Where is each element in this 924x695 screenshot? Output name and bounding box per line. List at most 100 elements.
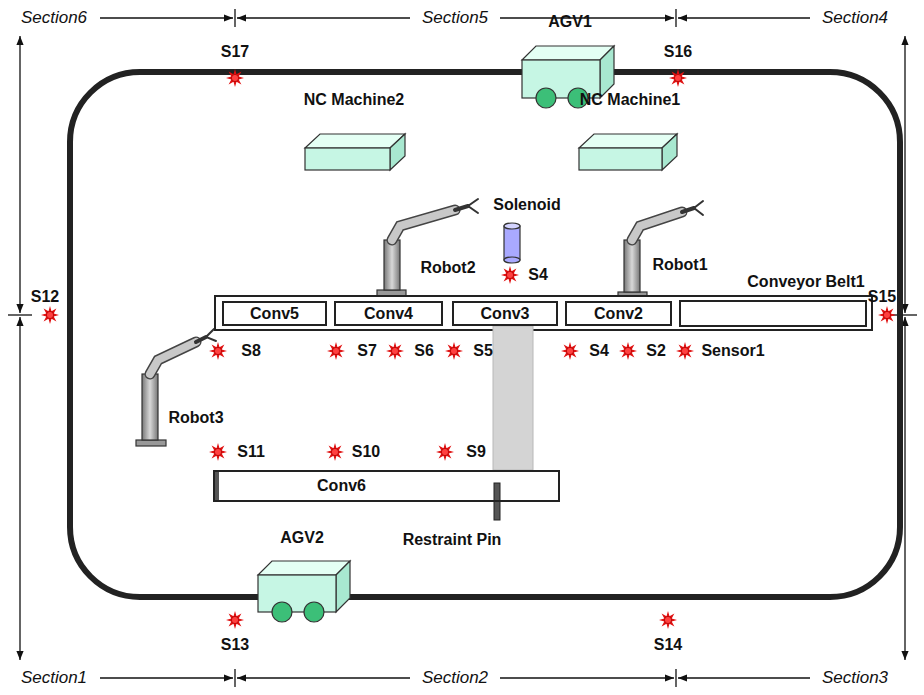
transfer-chute	[493, 326, 533, 470]
part-label: Conveyor Belt1	[747, 273, 864, 291]
sensor-symbols	[676, 342, 694, 360]
conveyor-belt	[215, 296, 872, 330]
part-label: S14	[654, 636, 682, 654]
sensor-symbols	[386, 342, 404, 360]
conveyor-label: Conv4	[364, 305, 413, 323]
conveyor-belt	[680, 301, 866, 326]
robot-arm	[150, 342, 196, 374]
robot-arm	[632, 212, 682, 240]
conveyor-segment: Conv4	[334, 301, 443, 326]
conveyor-label: Conv2	[594, 305, 643, 323]
section-label: Section1	[21, 669, 87, 688]
nc-machine	[662, 134, 677, 170]
part-label: AGV1	[548, 13, 592, 31]
conveyor-six	[213, 470, 560, 520]
dimension-lines	[100, 677, 233, 678]
part-label: NC Machine2	[304, 91, 404, 109]
agv-vehicle	[336, 561, 350, 612]
section-label: Section4	[822, 9, 888, 28]
dimension-lines	[19, 317, 20, 660]
part-label: S7	[357, 342, 377, 360]
agv-vehicle	[258, 561, 350, 622]
robot-arm	[392, 210, 455, 240]
nc-machine	[579, 148, 662, 170]
dimension-lines	[675, 669, 676, 687]
conveyor-label: Conv3	[481, 305, 530, 323]
part-label: Robot2	[420, 259, 475, 277]
agv-vehicle	[258, 561, 350, 575]
part-label: S9	[466, 443, 486, 461]
section-label: Section2	[422, 669, 488, 688]
dimension-lines	[100, 17, 233, 18]
agv-vehicle	[272, 602, 292, 622]
robot-arm	[196, 337, 206, 342]
solenoid	[504, 223, 520, 263]
agv-track	[70, 72, 900, 597]
section-label: Section6	[21, 9, 87, 28]
sensor-symbols	[659, 611, 677, 629]
part-label: S6	[414, 342, 434, 360]
sensor-symbols	[327, 342, 345, 360]
sensor-symbols	[226, 69, 244, 87]
agv-vehicle	[258, 575, 336, 612]
robot-arm	[624, 240, 640, 292]
part-label: S17	[221, 43, 249, 61]
conveyor-six	[213, 470, 560, 502]
sensor-symbols	[561, 342, 579, 360]
section-label: Section5	[422, 9, 488, 28]
part-label: NC Machine1	[580, 91, 680, 109]
nc-machine	[305, 148, 390, 170]
sensor-symbols	[41, 69, 896, 629]
sensor-symbols	[436, 443, 454, 461]
sensor-symbols	[501, 266, 519, 284]
dimension-lines	[234, 669, 235, 687]
part-label: Sensor1	[701, 342, 764, 360]
conveyor-label: Conv6	[317, 477, 366, 495]
part-label: S15	[868, 288, 896, 306]
robot-arm	[384, 240, 400, 290]
robot-arm	[150, 342, 196, 374]
dimension-lines	[234, 9, 235, 27]
dimension-lines	[904, 317, 905, 660]
conveyor-label: Conv5	[250, 305, 299, 323]
part-label: Solenoid	[493, 196, 561, 214]
robot-arm	[392, 210, 455, 240]
part-label: Robot1	[652, 256, 707, 274]
solenoid	[504, 257, 520, 263]
robot-arm	[142, 374, 158, 440]
dimension-lines	[8, 314, 32, 315]
dimension-lines	[19, 36, 20, 313]
dimension-lines	[237, 17, 410, 18]
sensor-symbols	[209, 443, 227, 461]
sensor-symbols	[669, 69, 687, 87]
part-label: S11	[237, 443, 265, 461]
nc-machine	[305, 134, 405, 148]
sensor-symbols	[326, 443, 344, 461]
conveyor-segment: Conv3	[452, 301, 558, 326]
sensor-symbols	[619, 342, 637, 360]
part-label: S12	[31, 288, 59, 306]
robot-arm	[618, 201, 703, 298]
section-label: Section3	[822, 669, 888, 688]
part-label: Restraint Pin	[403, 531, 502, 549]
dimension-lines	[893, 314, 917, 315]
dimension-lines	[678, 17, 810, 18]
part-label: S4	[589, 342, 609, 360]
dimension-lines	[675, 9, 676, 27]
part-label: Robot3	[168, 409, 223, 427]
robot-arm	[632, 212, 682, 240]
part-label: S13	[221, 636, 249, 654]
robot-arm	[136, 329, 216, 446]
agv-vehicle	[304, 602, 324, 622]
agv-vehicle	[600, 46, 614, 98]
robot-arm	[377, 199, 478, 296]
conveyor-segment: Conv5	[222, 301, 327, 326]
part-label: S5	[473, 342, 493, 360]
dimension-lines	[904, 36, 905, 313]
solenoid	[504, 223, 520, 229]
part-label: S8	[241, 342, 261, 360]
nc-machine	[579, 134, 677, 148]
nc-machine	[579, 134, 677, 170]
